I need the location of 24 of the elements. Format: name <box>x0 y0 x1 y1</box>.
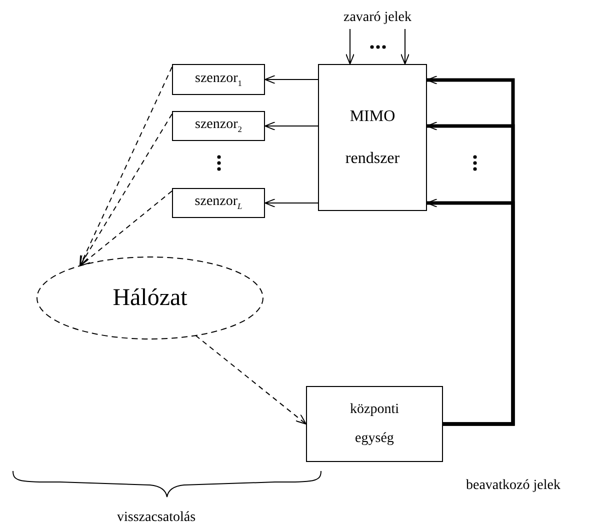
box-label: szenzor$_{1}$ <box>195 70 242 88</box>
sensor-box <box>172 188 265 218</box>
signal-label: beavatkozó jelek <box>466 478 560 494</box>
arrow <box>80 66 172 266</box>
signal-label: zavaró jelek <box>343 10 412 26</box>
node-label: Hálózat <box>112 284 188 312</box>
system-box <box>318 64 427 211</box>
central-unit-box <box>306 386 443 462</box>
box-label: központi egység <box>349 400 400 448</box>
arrow <box>195 335 306 424</box>
arrow <box>400 28 410 64</box>
arrow <box>264 122 318 130</box>
box-label: MIMO rendszer <box>344 106 401 168</box>
box-label: szenzor$_{2}$ <box>195 117 242 135</box>
arrow <box>426 198 515 426</box>
arrow <box>80 190 172 266</box>
feedback-label: visszacsatolás <box>117 510 196 526</box>
arrow <box>264 75 318 84</box>
arrow <box>80 114 172 266</box>
arrow <box>264 198 318 208</box>
arrow <box>346 28 354 64</box>
sensor-box <box>172 64 265 95</box>
box-label: szenzor$_{L}$ <box>194 194 242 212</box>
sensor-box <box>172 111 265 141</box>
